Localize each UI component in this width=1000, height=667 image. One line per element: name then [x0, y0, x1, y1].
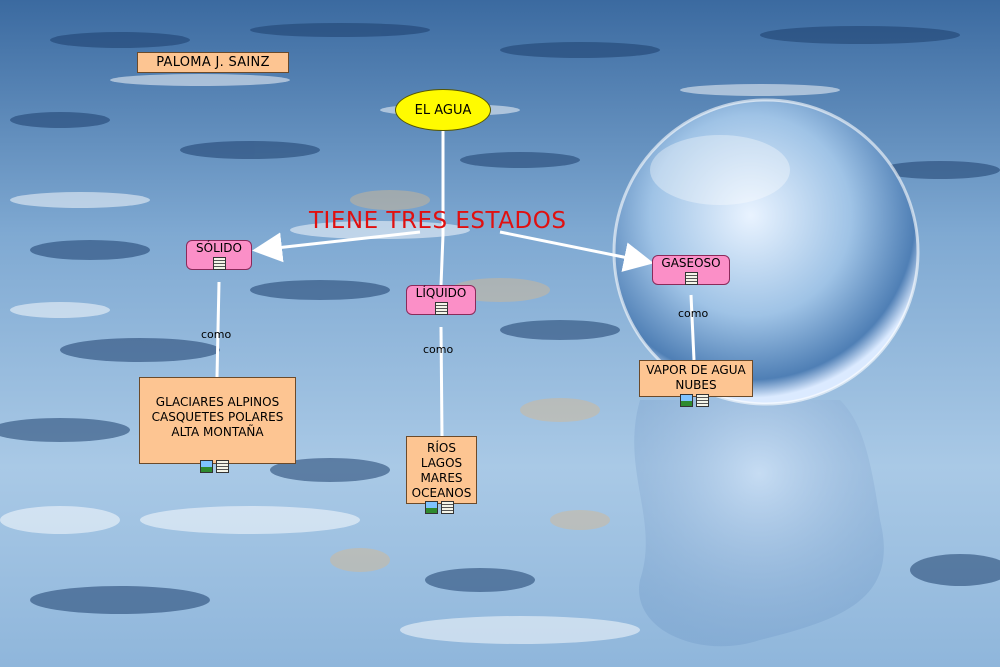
link-label-gas: como — [678, 307, 708, 320]
example-solid-line: GLACIARES ALPINOS — [156, 395, 279, 410]
author-label: PALOMA J. SAINZ — [156, 55, 270, 70]
relation-label: TIENE TRES ESTADOS — [309, 208, 566, 234]
state-node-solid[interactable]: SÓLIDO — [186, 240, 252, 270]
note-icon[interactable] — [441, 501, 454, 514]
root-concept-node[interactable]: EL AGUA — [395, 89, 491, 131]
image-icon[interactable] — [425, 501, 438, 514]
connector-to-gas — [500, 232, 648, 262]
note-icon[interactable] — [216, 460, 229, 473]
example-node-gas[interactable]: VAPOR DE AGUA NUBES — [639, 360, 753, 397]
connector-gas-examples — [691, 295, 694, 360]
author-box[interactable]: PALOMA J. SAINZ — [137, 52, 289, 73]
state-node-liquid[interactable]: LÍQUIDO — [406, 285, 476, 315]
state-node-gas[interactable]: GASEOSO — [652, 255, 730, 285]
note-icon[interactable] — [435, 302, 448, 315]
state-label-solid: SÓLIDO — [196, 241, 242, 256]
example-liquid-icons — [425, 501, 454, 514]
note-icon[interactable] — [213, 257, 226, 270]
note-icon[interactable] — [696, 394, 709, 407]
example-solid-line: ALTA MONTAÑA — [171, 425, 263, 440]
example-gas-icons — [680, 394, 709, 407]
example-liquid-line: RÍOS — [427, 441, 456, 456]
state-label-liquid: LÍQUIDO — [416, 286, 467, 301]
example-solid-icons — [200, 460, 229, 473]
link-label-solid: como — [201, 328, 231, 341]
example-liquid-line: OCEANOS — [412, 486, 472, 501]
state-label-gas: GASEOSO — [661, 256, 720, 271]
root-concept-label: EL AGUA — [415, 103, 472, 118]
example-liquid-line: MARES — [420, 471, 462, 486]
image-icon[interactable] — [200, 460, 213, 473]
image-icon[interactable] — [680, 394, 693, 407]
example-liquid-line: LAGOS — [421, 456, 462, 471]
example-node-liquid[interactable]: RÍOS LAGOS MARES OCEANOS — [406, 436, 477, 504]
link-label-liquid: como — [423, 343, 453, 356]
example-gas-line: NUBES — [675, 378, 716, 393]
example-gas-line: VAPOR DE AGUA — [646, 363, 745, 378]
connector-to-solid — [258, 232, 420, 250]
note-icon[interactable] — [685, 272, 698, 285]
connector-to-liquid — [441, 235, 443, 285]
example-node-solid[interactable]: GLACIARES ALPINOS CASQUETES POLARES ALTA… — [139, 377, 296, 464]
example-solid-line: CASQUETES POLARES — [152, 410, 284, 425]
